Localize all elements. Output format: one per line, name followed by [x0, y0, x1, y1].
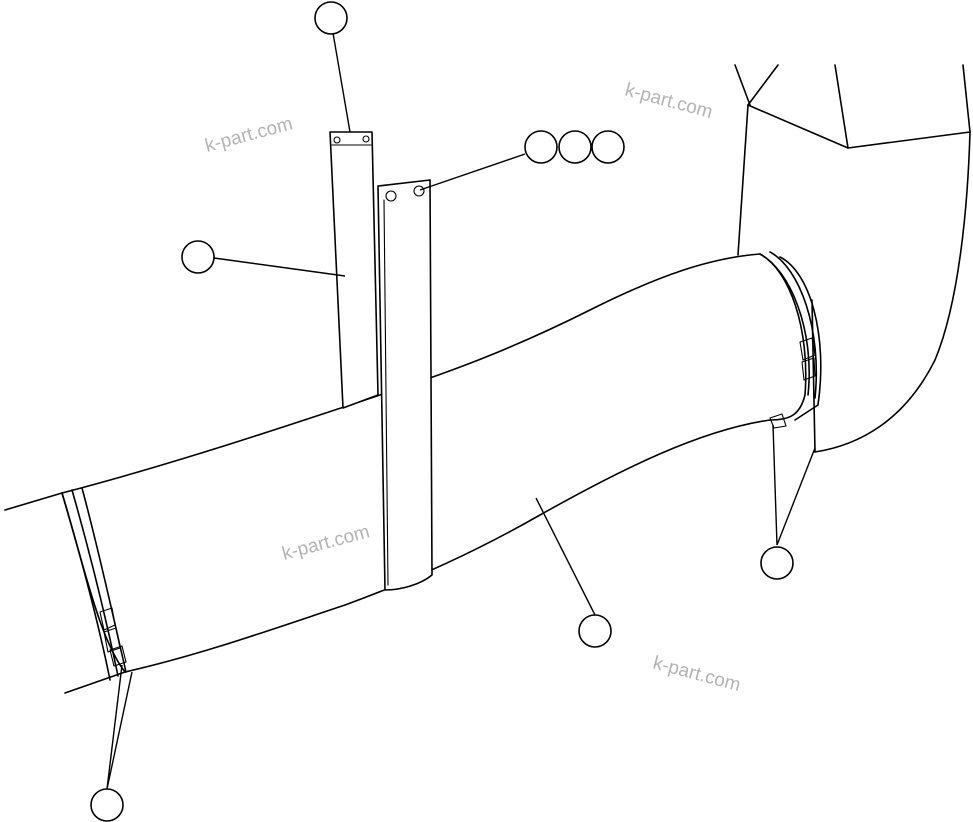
- callout-bolt-3: [591, 130, 625, 164]
- callout-bolt-1: [524, 130, 558, 164]
- callouts: [90, 1, 794, 822]
- callout-right-clamp: [760, 546, 794, 580]
- callout-left-clamp: [90, 788, 124, 822]
- leader-left-clamp-b: [106, 671, 133, 790]
- leader-top-bracket: [332, 32, 351, 133]
- front-strap: [377, 179, 433, 591]
- leader-right-clamp-a: [772, 424, 778, 546]
- leader-air-duct: [535, 497, 596, 616]
- callout-left-bracket: [181, 240, 215, 274]
- watermark-1: k-part.com: [203, 113, 295, 157]
- air-duct: [4, 251, 822, 694]
- leader-left-bracket: [213, 257, 346, 277]
- watermark-2: k-part.com: [623, 80, 715, 124]
- housing: [734, 64, 971, 453]
- leader-right-clamp-b: [776, 447, 816, 546]
- callout-bolt-2: [558, 130, 592, 164]
- leader-left-clamp-a: [106, 664, 123, 790]
- leader-bolts: [419, 153, 526, 191]
- rear-bracket: [329, 131, 379, 409]
- watermark-4: k-part.com: [651, 653, 743, 697]
- callout-top-bracket: [314, 1, 348, 35]
- callout-air-duct: [578, 614, 612, 648]
- leader-lines: [106, 32, 816, 790]
